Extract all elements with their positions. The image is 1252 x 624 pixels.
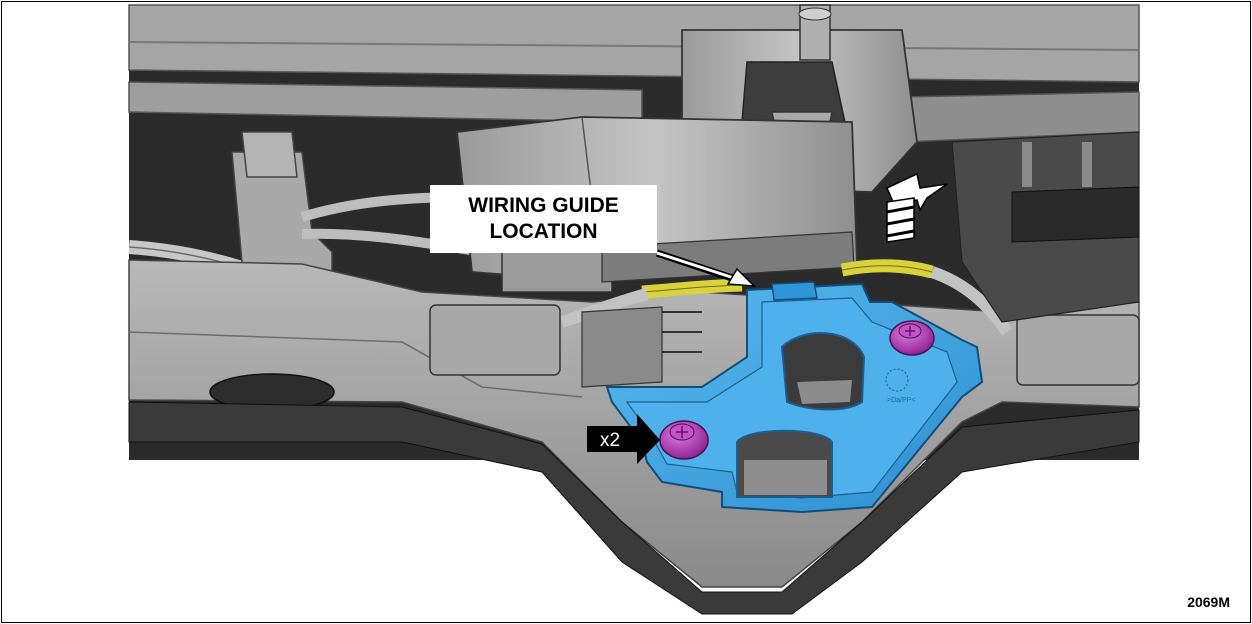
wiring-guide-clip [771,281,818,301]
svg-text:>Da/PP<: >Da/PP< [887,397,915,404]
right-pad [1016,314,1140,386]
callout-line-2: LOCATION [489,220,598,243]
quantity-arrow-icon: x2 [587,414,660,464]
bolt-upper [889,320,935,356]
quantity-label: x2 [600,430,620,451]
wiring-guide-callout: WIRING GUIDE LOCATION [430,185,657,253]
callout-arrow-icon [655,249,756,287]
bolt-lower [659,420,709,460]
gray-wire-right [929,266,1012,336]
figure-id: 2069M [1187,594,1230,610]
left-pad [429,304,561,376]
gray-wire [560,288,649,328]
housing-skirt [128,401,1140,615]
front-direction-arrow-icon [886,172,948,243]
callout-line-1: WIRING GUIDE [468,194,619,217]
